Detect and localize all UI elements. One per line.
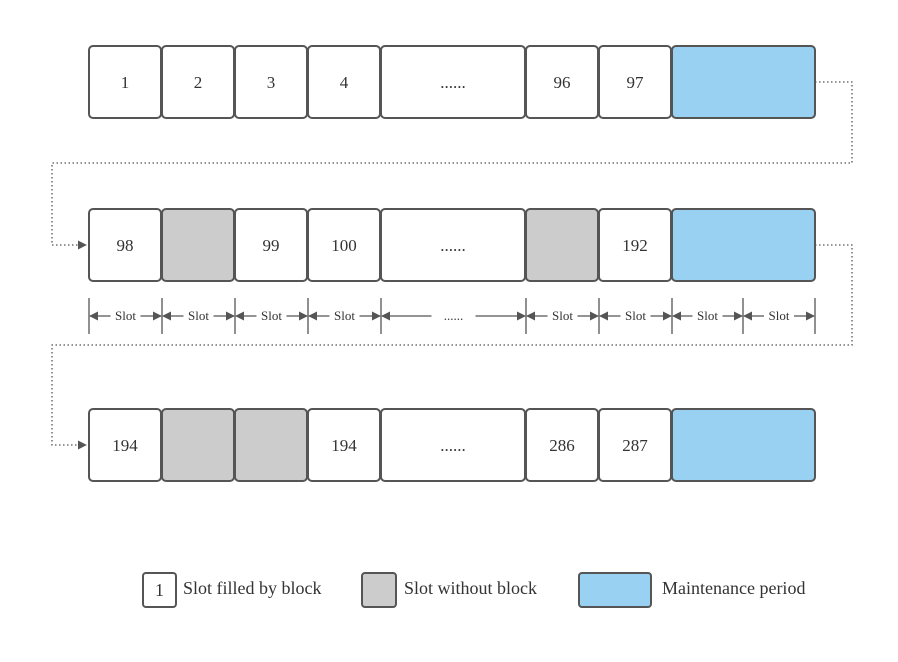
filled-slot: 192	[598, 208, 672, 282]
filled-slot: 286	[525, 408, 599, 482]
filled-slot: 1	[88, 45, 162, 119]
slot-label: ......	[440, 73, 466, 92]
row-connectors	[51, 81, 853, 450]
slot-label: 97	[627, 73, 645, 92]
filled-slot: 287	[598, 408, 672, 482]
filled-slot: ......	[380, 45, 526, 119]
empty-slot	[525, 208, 599, 282]
slot-dimension: Slot	[672, 308, 743, 323]
slot-row: 98 99 100...... 192	[88, 208, 816, 282]
legend-empty-label: Slot without block	[404, 578, 537, 598]
filled-slot: 96	[525, 45, 599, 119]
slot-label: 2	[194, 73, 203, 92]
maintenance-period-box	[671, 45, 816, 119]
slot-dimension-label: ......	[444, 308, 464, 323]
maintenance-period	[671, 408, 816, 482]
filled-slot: 194	[307, 408, 381, 482]
filled-slot: 98	[88, 208, 162, 282]
empty-slot-box	[161, 208, 235, 282]
slot-dimension-label-bg	[183, 308, 214, 322]
slot-label: 96	[554, 73, 571, 92]
slot-dimension: Slot	[162, 308, 235, 323]
slot-dimension-label-bg	[620, 308, 651, 322]
slot-label: ......	[440, 436, 466, 455]
filled-slot: 100	[307, 208, 381, 282]
slot-dimension-label: Slot	[261, 308, 282, 323]
slot-dimension: Slot	[599, 308, 672, 323]
slot-dimension-label-bg	[256, 308, 287, 322]
legend-maintenance-swatch	[578, 572, 652, 608]
filled-slot: 2	[161, 45, 235, 119]
slot-dimension: Slot	[743, 308, 815, 323]
slot-dimension-label-bg	[547, 308, 578, 322]
filled-slot: 194	[88, 408, 162, 482]
slot-label: 194	[331, 436, 357, 455]
empty-slot-box	[525, 208, 599, 282]
slot-dimension-label-bg	[764, 308, 794, 322]
legend-filled-swatch	[142, 572, 177, 608]
slot-label: 192	[622, 236, 648, 255]
slot-dimension-label: Slot	[769, 308, 790, 323]
slot-dimension: Slot	[308, 308, 381, 323]
slot-dimension: Slot	[235, 308, 308, 323]
slot-label: 99	[263, 236, 280, 255]
slot-dimension-label: Slot	[552, 308, 573, 323]
slot-dimension-label-bg	[110, 308, 141, 322]
empty-slot-box	[234, 408, 308, 482]
empty-slot-box	[161, 408, 235, 482]
slot-label: 3	[267, 73, 276, 92]
slot-label: 287	[622, 436, 648, 455]
slot-ruler: Slot Slot Slot Slot...... Slot Slot Slot Slot	[88, 298, 816, 334]
slot-dimension-label: Slot	[334, 308, 355, 323]
filled-slot: 99	[234, 208, 308, 282]
slot-dimension-label: Slot	[115, 308, 136, 323]
slot-dimension-label: Slot	[697, 308, 718, 323]
maintenance-period	[671, 45, 816, 119]
legend-filled-sample: 1	[155, 580, 164, 600]
slot-rows: 1 2 3 4...... 96 97 98 99 100...... 192 194 194....…	[88, 45, 816, 482]
filled-slot: 3	[234, 45, 308, 119]
slot-label: 4	[340, 73, 349, 92]
legend-maintenance-label: Maintenance period	[662, 578, 805, 598]
row-2-to-row-3-connector	[51, 244, 853, 450]
slot-label: 1	[121, 73, 130, 92]
maintenance-period	[671, 208, 816, 282]
empty-slot	[234, 408, 308, 482]
slot-dimension-label-bg	[692, 308, 723, 322]
filled-slot: 97	[598, 45, 672, 119]
legend-filled-label: Slot filled by block	[183, 578, 322, 598]
slot-dimension-label: Slot	[188, 308, 209, 323]
slot-dimension: Slot	[526, 308, 599, 323]
slot-dimension-label-bg	[329, 308, 360, 322]
slot-label: 194	[112, 436, 138, 455]
filled-slot: 4	[307, 45, 381, 119]
filled-slot: ......	[380, 408, 526, 482]
legend-filled: 1 Slot filled by block	[142, 572, 322, 608]
filled-slot: ......	[380, 208, 526, 282]
legend-maintenance: Maintenance period	[578, 572, 805, 608]
slot-row: 1 2 3 4...... 96 97	[88, 45, 816, 119]
slot-label: ......	[440, 236, 466, 255]
slot-dimension-label: Slot	[625, 308, 646, 323]
slot-dimension: Slot	[89, 308, 162, 323]
legend-empty-swatch	[361, 572, 397, 608]
maintenance-period-box	[671, 408, 816, 482]
slot-label: 286	[549, 436, 575, 455]
empty-slot	[161, 208, 235, 282]
slot-dimension: ......	[381, 308, 526, 323]
maintenance-period-box	[671, 208, 816, 282]
legend-empty: Slot without block	[361, 572, 537, 608]
slot-label: 100	[331, 236, 357, 255]
slot-dimension-label-bg	[431, 308, 476, 322]
empty-slot	[161, 408, 235, 482]
slot-label: 98	[117, 236, 134, 255]
slot-row: 194 194...... 286 287	[88, 408, 816, 482]
legend: 1 Slot filled by block Slot without bloc…	[142, 572, 805, 608]
